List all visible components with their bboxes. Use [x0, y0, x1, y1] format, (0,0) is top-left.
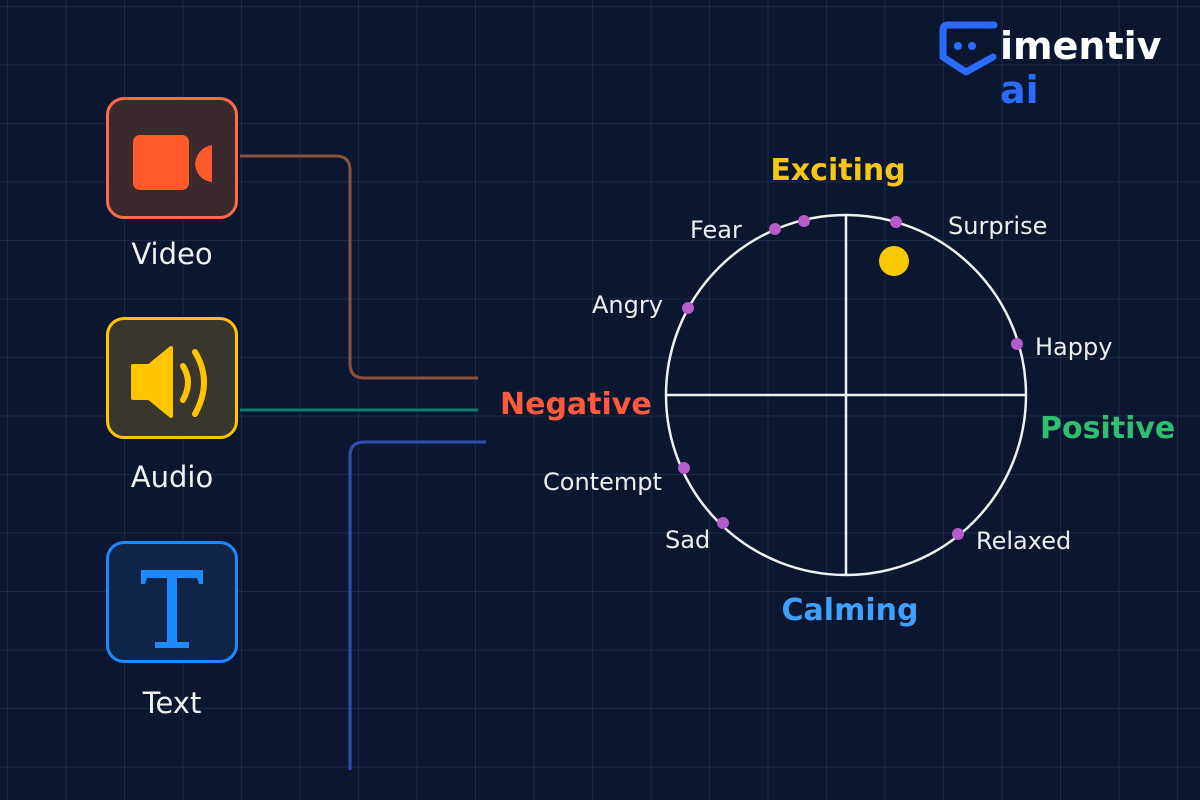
- video-modality-button[interactable]: [106, 97, 238, 219]
- emotion-point-fear-2: [798, 215, 810, 227]
- emotion-point-fear: [769, 223, 781, 235]
- emotion-label-fear: Fear: [690, 216, 742, 244]
- audio-label: Audio: [130, 460, 214, 494]
- emotion-label-relaxed: Relaxed: [976, 527, 1071, 555]
- emotion-label-angry: Angry: [592, 291, 663, 319]
- emotion-point-contempt: [678, 462, 690, 474]
- logo-text: imentiv ai: [1000, 24, 1162, 112]
- emotion-label-surprise: Surprise: [948, 212, 1047, 240]
- speaker-icon: [131, 346, 207, 418]
- emotion-point-sad: [717, 517, 729, 529]
- audio-modality-button[interactable]: [106, 317, 238, 439]
- text-t-icon: [141, 570, 203, 648]
- emotion-label-contempt: Contempt: [543, 468, 662, 496]
- axis-label-negative: Negative: [500, 387, 652, 422]
- video-connector: [240, 154, 478, 380]
- text-label: Text: [142, 686, 202, 720]
- emotion-point-happy: [1011, 338, 1023, 350]
- emotion-label-happy: Happy: [1035, 333, 1112, 361]
- video-label: Video: [131, 237, 213, 271]
- axis-label-positive: Positive: [1040, 411, 1175, 446]
- video-camera-icon: [133, 135, 212, 190]
- emotion-point-surprise: [890, 216, 902, 228]
- text-connector: [348, 440, 486, 770]
- axis-label-calming: Calming: [782, 593, 919, 628]
- current-state-marker: [879, 246, 909, 276]
- emotion-point-relaxed: [952, 528, 964, 540]
- text-modality-button[interactable]: [106, 541, 238, 663]
- emotion-point-angry: [682, 302, 694, 314]
- emotion-label-sad: Sad: [665, 526, 710, 554]
- axis-label-exciting: Exciting: [770, 153, 905, 188]
- logo-mark-icon: [939, 21, 998, 76]
